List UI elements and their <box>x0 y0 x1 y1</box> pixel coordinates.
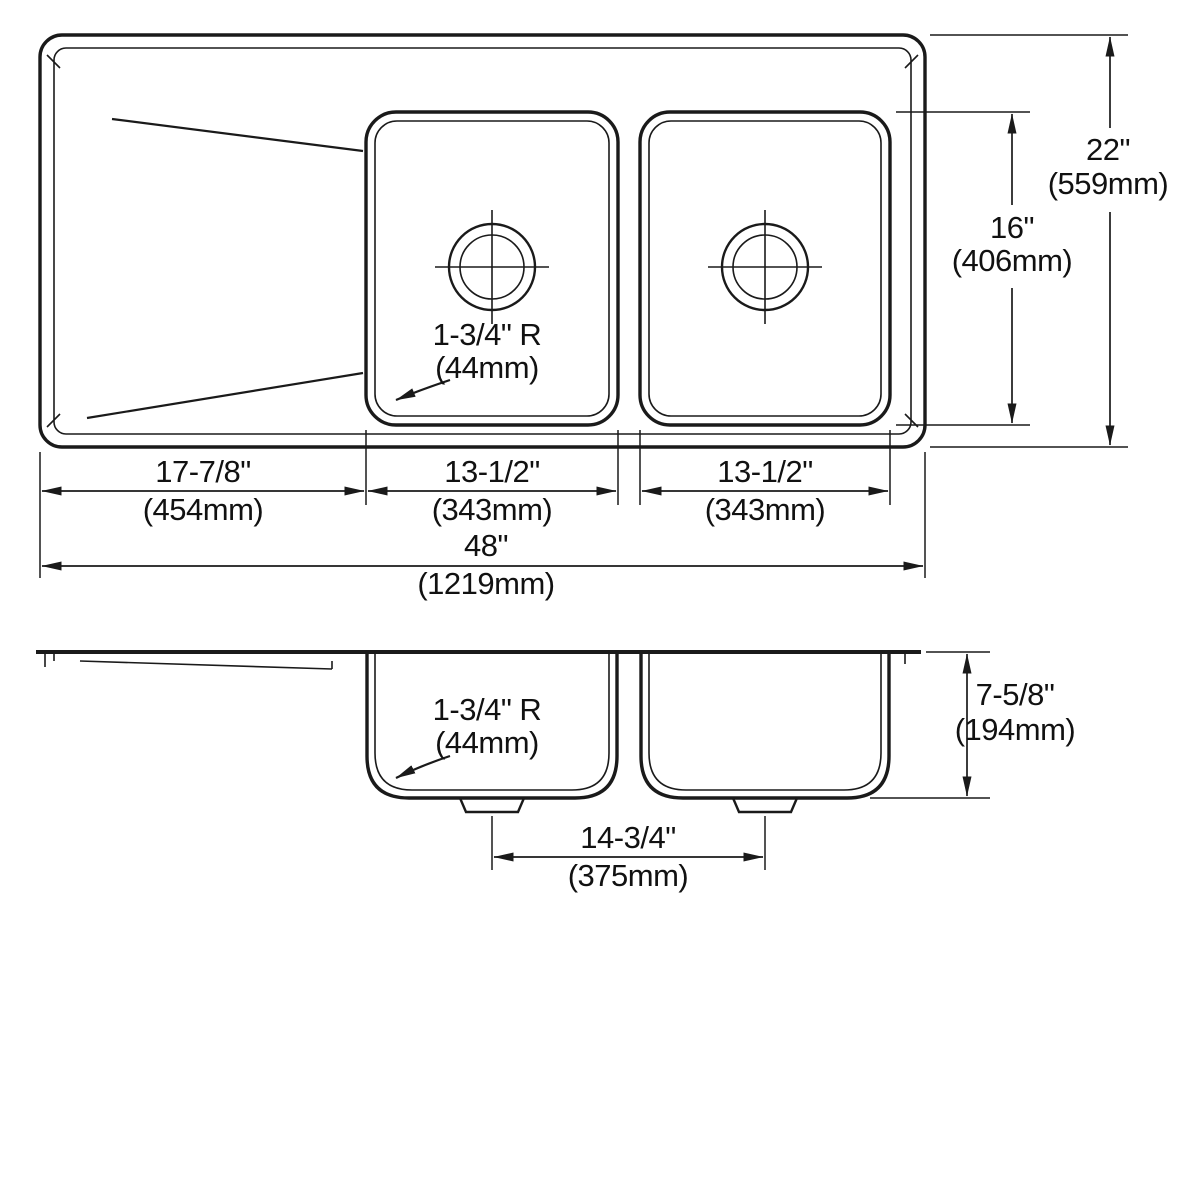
sink-outer-rim <box>38 33 927 449</box>
middle-bowl-profile-inner <box>374 652 610 791</box>
dim-depth-total-mm: (559mm) <box>1048 166 1169 201</box>
drainboard-groove-top <box>111 117 364 153</box>
dim-width-total-mm: (1219mm) <box>417 566 554 601</box>
right-bowl-drain-fitting <box>731 797 799 814</box>
side-radius-leader-arrow <box>395 754 451 779</box>
dim-bowl-height-mm: (194mm) <box>955 712 1076 747</box>
drainboard-profile <box>79 660 333 670</box>
dim-bowl-depth-in: 16" <box>990 210 1034 245</box>
middle-bowl-profile <box>365 652 619 814</box>
middle-bowl-drain-fitting <box>458 797 526 814</box>
side-radius-label-in: 1-3/4" R <box>433 692 542 727</box>
dim-bowl1-mm: (343mm) <box>432 492 553 527</box>
right-bowl-profile-inner <box>648 652 882 791</box>
sink-inner-rim <box>53 47 912 435</box>
middle-bowl-profile-outline <box>365 652 619 800</box>
mounting-clips <box>44 652 906 667</box>
dim-width-total: 48" (1219mm) <box>41 528 924 601</box>
dim-width-total-in: 48" <box>464 528 508 563</box>
dim-bowl-height-in: 7-5/8" <box>976 677 1055 712</box>
right-bowl-inner-line <box>648 120 882 417</box>
dim-drain-spacing-in: 14-3/4" <box>580 820 675 855</box>
dim-depth-total-in: 22" <box>1086 132 1130 167</box>
top-radius-note: 1-3/4" R (44mm) <box>395 317 542 402</box>
radius-leader-arrow <box>395 378 451 402</box>
dim-drainboard-mm: (454mm) <box>143 492 264 527</box>
right-bowl <box>638 110 892 427</box>
right-bowl-outline <box>638 110 892 427</box>
dim-drain-spacing-mm: (375mm) <box>568 858 689 893</box>
right-bowl-profile <box>639 652 891 814</box>
radius-label-in: 1-3/4" R <box>433 317 542 352</box>
dim-bowl2-in: 13-1/2" <box>717 454 812 489</box>
dim-depth-total: 22" (559mm) <box>930 34 1169 448</box>
drainboard-groove-bottom <box>86 371 364 420</box>
side-radius-label-mm: (44mm) <box>435 725 539 760</box>
side-radius-note: 1-3/4" R (44mm) <box>395 692 542 779</box>
middle-bowl <box>364 110 620 427</box>
top-view: 1-3/4" R (44mm) 22" (559mm) 16" (406mm) <box>38 33 1169 601</box>
radius-label-mm: (44mm) <box>435 350 539 385</box>
drainboard-grooves <box>86 117 364 420</box>
dim-bowl-depth-mm: (406mm) <box>952 243 1073 278</box>
bottom-extension-lines <box>39 430 926 578</box>
dim-bowl1: 13-1/2" (343mm) <box>367 454 617 527</box>
dim-bowl-height: 7-5/8" (194mm) <box>870 651 1076 799</box>
middle-bowl-inner-line <box>374 120 610 417</box>
dim-drainboard-in: 17-7/8" <box>155 454 250 489</box>
dim-bowl2: 13-1/2" (343mm) <box>641 454 889 527</box>
right-bowl-profile-outline <box>639 652 891 800</box>
dim-bowl2-mm: (343mm) <box>705 492 826 527</box>
dim-bowl1-in: 13-1/2" <box>444 454 539 489</box>
dim-bowl-depth: 16" (406mm) <box>896 111 1073 426</box>
side-view: 1-3/4" R (44mm) 7-5/8" (194mm) 14-3/4" (… <box>36 650 1076 893</box>
dim-drainboard: 17-7/8" (454mm) <box>41 454 365 527</box>
middle-bowl-outline <box>364 110 620 427</box>
dim-drain-spacing: 14-3/4" (375mm) <box>491 816 766 893</box>
